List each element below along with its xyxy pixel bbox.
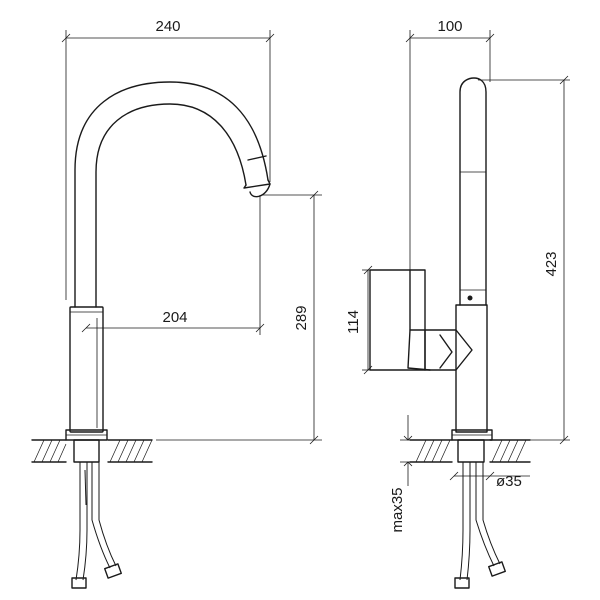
- deck-front-hatch: [33, 439, 153, 463]
- dim-lever-height: 114: [345, 265, 373, 375]
- lever-handle: [369, 269, 473, 371]
- dim-max-deck-thickness: max35: [389, 415, 420, 533]
- dim-max35-label: max35: [389, 487, 406, 532]
- dim-240-label: 240: [155, 18, 180, 35]
- dim-spout-reach-total: 240: [61, 18, 275, 300]
- dim-289-label: 289: [293, 305, 310, 330]
- dim-100-label: 100: [437, 18, 462, 35]
- side-view: 100 423 114 ø35: [345, 18, 570, 589]
- supply-hoses-front: [71, 439, 122, 589]
- dim-423-label: 423: [543, 251, 560, 276]
- faucet-body-side: [451, 304, 493, 441]
- dim-total-height: 423: [478, 75, 570, 445]
- deck-side-hatch: [415, 439, 527, 463]
- supply-hoses-side: [454, 439, 506, 589]
- dim-114-label: 114: [345, 310, 362, 334]
- deck-front: [31, 439, 153, 463]
- dim-spout-height: 289: [156, 190, 322, 445]
- dim-body-depth: 100: [405, 18, 495, 270]
- dim-mounting-hole: ø35: [449, 471, 530, 490]
- dim-spout-reach-center: 204: [81, 195, 265, 335]
- spout-front: [74, 81, 271, 308]
- deck-side: [409, 439, 531, 463]
- spout-side: [459, 77, 487, 306]
- dim-035-label: ø35: [496, 473, 522, 490]
- dim-204-label: 204: [162, 309, 187, 326]
- front-view: 240 204 289: [31, 18, 322, 589]
